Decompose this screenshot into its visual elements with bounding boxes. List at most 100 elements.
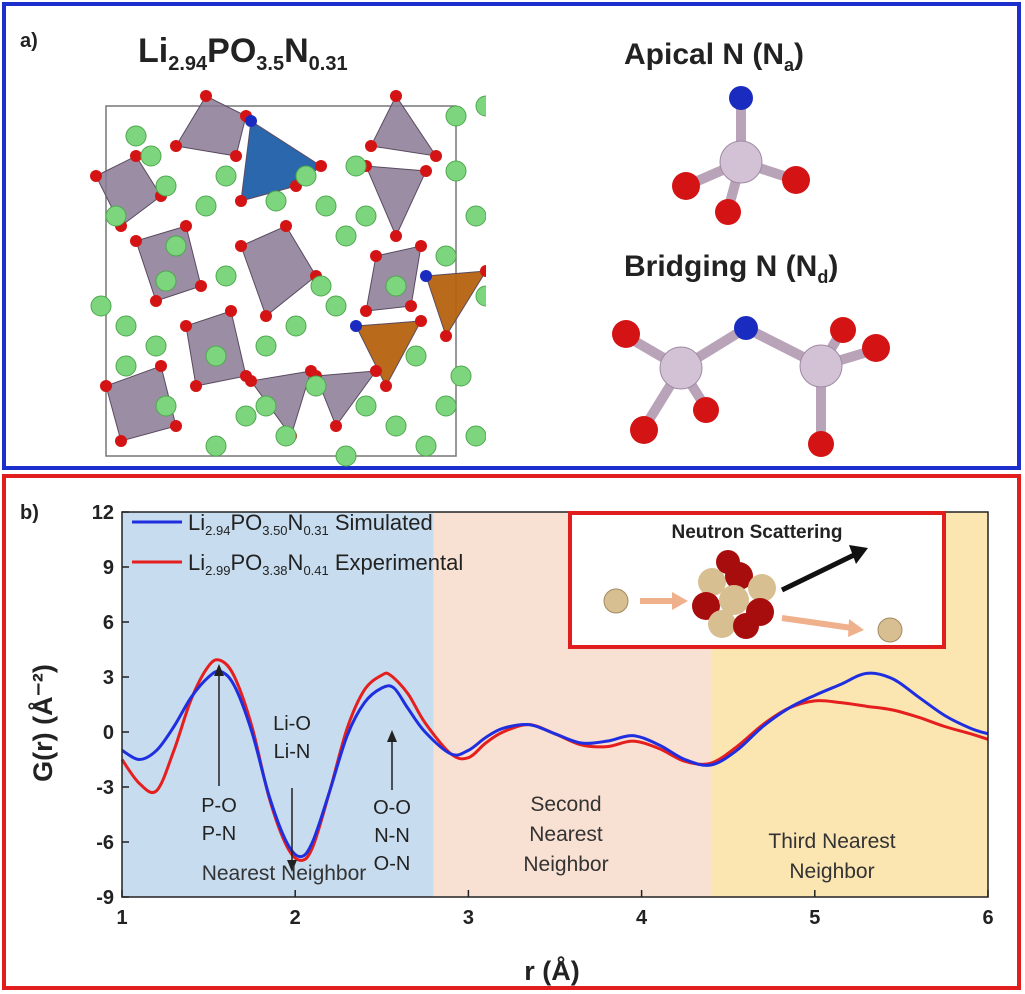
series-lines	[120, 658, 989, 862]
anion-atom	[420, 165, 432, 177]
lithium-atom	[355, 395, 377, 417]
anion-atom	[195, 280, 207, 292]
third-neighbor-line2: Neighbor	[789, 860, 874, 883]
anion-atom	[370, 365, 382, 377]
bridging-n-molecule	[612, 316, 890, 457]
apical-title-text: Apical N (N	[624, 38, 785, 71]
annotation-pn: P-N	[202, 823, 236, 845]
annotation-po: P-O	[201, 795, 237, 817]
inset-title: Neutron Scattering	[671, 522, 842, 543]
annotation-on: O-N	[374, 853, 411, 875]
anion-atom	[415, 240, 427, 252]
anion-atom	[370, 250, 382, 262]
anion-atom	[390, 230, 402, 242]
lithium-atom	[450, 365, 472, 387]
bond-annotations: P-O P-N Li-O Li-N O-O N-N O-N	[201, 713, 411, 875]
lithium-atom	[435, 395, 457, 417]
x-tick-label: 4	[636, 907, 648, 929]
tetrahedron	[370, 95, 438, 157]
bridging-title-text: Bridging N (N	[624, 250, 818, 283]
anion-atom	[405, 300, 417, 312]
lithium-atom	[205, 435, 227, 457]
formula-sub-o: 3.5	[256, 52, 285, 75]
anion-atom	[115, 435, 127, 447]
bridging-title-close: )	[828, 250, 839, 283]
y-tick-label: 0	[103, 722, 114, 744]
anion-atom	[155, 360, 167, 372]
nitrogen-atom	[729, 86, 753, 110]
lithium-atom	[345, 155, 367, 177]
formula-sub-li: 2.94	[168, 52, 208, 75]
apical-n-molecule	[672, 86, 810, 225]
tetrahedron	[240, 120, 322, 202]
apical-title-close: )	[794, 38, 805, 71]
lithium-atom	[415, 435, 437, 457]
second-neighbor-line1: Second	[530, 793, 601, 816]
lithium-atom	[255, 335, 277, 357]
anion-atom	[100, 380, 112, 392]
x-tick-label: 2	[290, 907, 301, 929]
oxygen-atom	[612, 320, 640, 348]
crystal-structure-image	[90, 90, 486, 467]
anion-atom	[280, 220, 292, 232]
apical-title-sub: a	[784, 55, 795, 75]
apical-title: Apical N (Na)	[624, 38, 804, 76]
formula-sub-n: 0.31	[308, 52, 348, 75]
lithium-atom	[405, 345, 427, 367]
lithium-atom	[465, 425, 486, 447]
lithium-atom	[475, 285, 486, 307]
x-tick-label: 6	[982, 907, 993, 929]
lithium-atom	[475, 95, 486, 117]
anion-atom	[260, 310, 272, 322]
anion-atom	[365, 140, 377, 152]
lithium-atom	[215, 265, 237, 287]
x-tick-label: 5	[809, 907, 820, 929]
anion-atom	[420, 270, 432, 282]
oxygen-atom	[862, 334, 890, 362]
legend-experimental: Li2.99PO3.38N0.41 Experimental	[188, 550, 463, 578]
anion-atom	[90, 170, 102, 182]
annotation-lin: Li-N	[274, 741, 311, 763]
lithium-atom	[445, 105, 467, 127]
oxygen-atom	[782, 166, 810, 194]
phosphorus-atom	[659, 346, 703, 390]
legend: Li2.94PO3.50N0.31 Simulated Li2.99PO3.38…	[132, 510, 463, 578]
y-axis-title: G(r) (Å⁻²)	[27, 664, 58, 782]
lithium-atom	[385, 415, 407, 437]
neutron-scattering-inset: Neutron Scattering	[568, 511, 946, 649]
lithium-atom	[155, 270, 177, 292]
y-tick-label: 3	[103, 667, 114, 689]
third-neighbor-line1: Third Nearest	[768, 830, 895, 853]
anion-atom	[200, 90, 212, 102]
lithium-atom	[140, 145, 162, 167]
anion-atom	[180, 220, 192, 232]
series-line-simulated	[121, 669, 989, 859]
anion-atom	[190, 380, 202, 392]
x-axis-title: r (Å)	[524, 955, 580, 986]
lithium-atom	[90, 295, 112, 317]
lithium-atom	[275, 425, 297, 447]
y-tick-label: -6	[96, 832, 114, 854]
lithium-atom	[165, 235, 187, 257]
oxygen-atom	[672, 172, 700, 200]
tetrahedron	[425, 270, 486, 338]
lithium-atom	[105, 205, 127, 227]
legend-simulated: Li2.94PO3.50N0.31 Simulated	[188, 510, 433, 538]
tetrahedron	[175, 95, 247, 157]
x-tick-label: 1	[116, 907, 127, 929]
anion-atom	[150, 295, 162, 307]
anion-atom	[170, 140, 182, 152]
y-tick-label: 6	[103, 612, 114, 634]
lithium-atom	[355, 205, 377, 227]
y-tick-label: -9	[96, 887, 114, 909]
lithium-atom	[235, 405, 257, 427]
lithium-atom	[255, 395, 277, 417]
bridging-title-sub: d	[817, 267, 829, 287]
annotation-lio: Li-O	[273, 713, 311, 735]
y-tick-label: 9	[103, 557, 114, 579]
lithium-atom	[205, 345, 227, 367]
lithium-atom	[305, 375, 327, 397]
